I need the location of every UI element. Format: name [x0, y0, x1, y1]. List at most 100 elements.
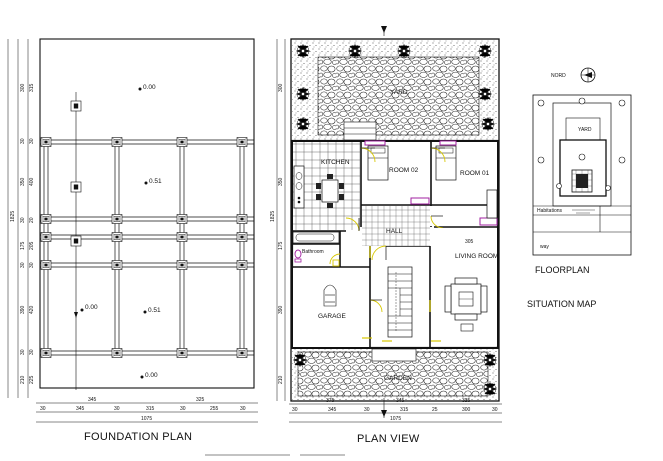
bottom-dimension-labels: 345 325 30 345 30 315 30 255 30 1075 — [40, 397, 246, 422]
plan-left-dimensions — [276, 39, 286, 401]
svg-text:30: 30 — [40, 406, 46, 412]
car-icon — [323, 284, 337, 307]
svg-text:300: 300 — [462, 407, 471, 413]
svg-text:315: 315 — [400, 407, 409, 413]
svg-text:375: 375 — [326, 398, 335, 404]
svg-text:345: 345 — [396, 398, 405, 404]
elevation-mark: 0.00 — [138, 84, 156, 91]
svg-text:0.00: 0.00 — [145, 372, 158, 379]
svg-text:30: 30 — [20, 262, 26, 268]
svg-text:205: 205 — [29, 241, 35, 250]
svg-text:390: 390 — [20, 305, 26, 314]
foundation-boundary — [39, 38, 255, 389]
svg-text:30: 30 — [240, 406, 246, 412]
svg-text:1075: 1075 — [141, 416, 152, 422]
bathroom-label: Bathroom — [302, 249, 324, 255]
svg-text:345: 345 — [88, 397, 97, 403]
svg-text:0.51: 0.51 — [149, 178, 162, 185]
dimension-label: 305 — [465, 239, 474, 245]
bathtub — [292, 231, 340, 244]
svg-text:315: 315 — [29, 83, 35, 92]
closet — [410, 197, 430, 205]
north-arrow-icon — [580, 67, 596, 83]
garage-label: GARAGE — [318, 313, 346, 320]
svg-text:30: 30 — [20, 138, 26, 144]
room01-label: ROOM 01 — [460, 170, 490, 177]
arrow-icon — [74, 312, 78, 318]
svg-text:390: 390 — [278, 305, 284, 314]
staircase — [387, 266, 413, 338]
svg-text:30: 30 — [114, 406, 120, 412]
road-label: way — [540, 244, 549, 250]
svg-text:30: 30 — [29, 138, 35, 144]
north-label: NORD — [551, 73, 566, 79]
left-dimensions — [7, 39, 29, 398]
foundation-plan: 0.00 0.51 0.00 0.51 0.00 300 30 350 3 — [7, 38, 258, 443]
svg-text:350: 350 — [278, 177, 284, 186]
svg-text:25: 25 — [432, 407, 438, 413]
svg-text:350: 350 — [20, 177, 26, 186]
svg-text:175: 175 — [278, 241, 284, 250]
svg-text:30: 30 — [364, 407, 370, 413]
svg-text:0.00: 0.00 — [85, 304, 98, 311]
axis-marker — [70, 181, 82, 193]
svg-text:30: 30 — [29, 262, 35, 268]
elevation-mark: 0.00 — [140, 372, 158, 379]
axis-marker — [70, 235, 82, 247]
kitchen-label: KITCHEN — [321, 159, 350, 166]
living-room-label: LIVING ROOM — [455, 253, 498, 260]
svg-text:345: 345 — [76, 406, 85, 412]
svg-text:1075: 1075 — [390, 416, 401, 422]
plan-bottom-dimension-labels: 375 345 325 30 345 30 315 25 300 30 1075 — [292, 398, 498, 422]
elevation-mark: 0.51 — [144, 178, 162, 185]
dining-table — [316, 174, 344, 208]
tree-icon — [537, 97, 626, 191]
bed — [435, 145, 457, 181]
elevation-mark: 0.51 — [143, 307, 161, 314]
yard-label: YARD — [390, 89, 408, 96]
plan-view-title: PLAN VIEW — [357, 433, 420, 445]
svg-text:300: 300 — [20, 83, 26, 92]
kitchen-counter — [293, 165, 305, 209]
window-marks — [362, 246, 441, 342]
svg-text:325: 325 — [196, 397, 205, 403]
closet — [364, 140, 386, 146]
svg-text:1825: 1825 — [10, 211, 16, 222]
axis-marker-icon — [381, 26, 387, 36]
floorplan-title: FLOORPLAN — [535, 265, 590, 275]
situation-map: NORD YARD Habitations way FLOORPLAN SIT — [527, 67, 632, 309]
hall-label: HALL — [386, 228, 403, 235]
svg-text:0.00: 0.00 — [143, 84, 156, 91]
bottom-dimensions — [36, 402, 258, 423]
door-leaf — [358, 147, 445, 301]
svg-text:175: 175 — [20, 241, 26, 250]
svg-text:30: 30 — [180, 406, 186, 412]
svg-text:210: 210 — [278, 375, 284, 384]
situation-map-title: SITUATION MAP — [527, 299, 596, 309]
foundation-columns — [40, 137, 248, 358]
plan-bottom-dimensions — [289, 403, 502, 423]
site-boundary — [532, 94, 632, 256]
elevation-mark: 0.00 — [80, 304, 98, 312]
svg-text:30: 30 — [492, 407, 498, 413]
garden-steps — [371, 348, 417, 362]
room02-label: ROOM 02 — [389, 167, 419, 174]
svg-text:345: 345 — [328, 407, 337, 413]
svg-text:30: 30 — [29, 349, 35, 355]
svg-text:30: 30 — [292, 407, 298, 413]
svg-text:400: 400 — [29, 177, 35, 186]
situation-yard-label: YARD — [578, 127, 592, 133]
neighbor-label: Habitations — [537, 208, 563, 214]
svg-text:420: 420 — [29, 305, 35, 314]
garden-label: GARDEN — [384, 375, 412, 382]
toilet — [294, 249, 302, 263]
svg-text:20: 20 — [29, 217, 35, 223]
svg-text:325: 325 — [462, 398, 471, 404]
foundation-plan-title: FOUNDATION PLAN — [84, 431, 192, 443]
svg-text:300: 300 — [278, 83, 284, 92]
axis-marker — [70, 100, 82, 112]
left-dimension-labels: 300 30 350 30 175 30 390 30 210 315 30 4… — [10, 83, 35, 384]
plan-view: YARD H — [270, 26, 502, 445]
